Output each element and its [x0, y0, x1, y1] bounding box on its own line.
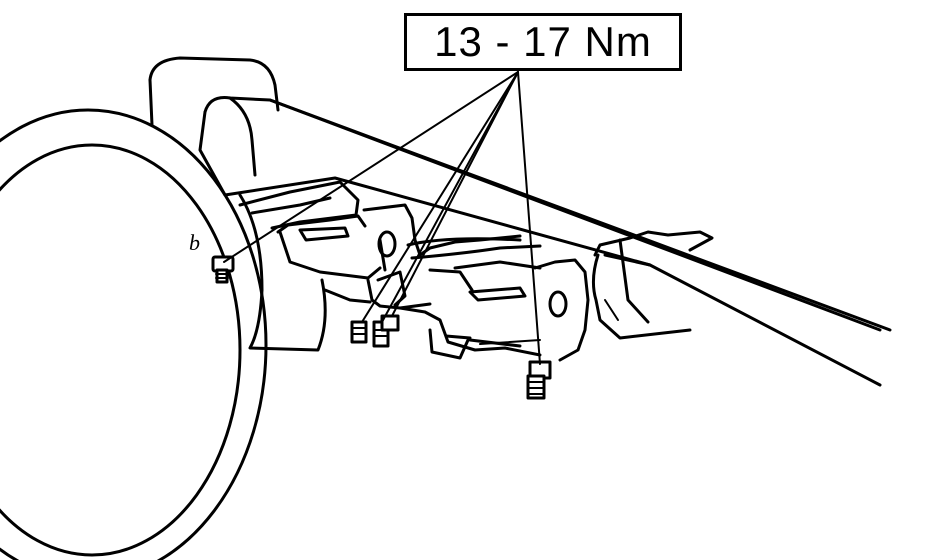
- wheel: [0, 108, 268, 560]
- backing-plate: [148, 56, 327, 352]
- bolt-right: [526, 360, 552, 400]
- right-bracket: [591, 230, 714, 340]
- torque-spec-label: 13 - 17 Nm: [404, 13, 682, 71]
- axle-beam: [198, 96, 892, 387]
- spring-assembly: [238, 180, 590, 362]
- bolt-centre-1: [350, 320, 368, 344]
- callout-letter-b: b: [189, 230, 200, 255]
- leader-lines: [223, 71, 541, 365]
